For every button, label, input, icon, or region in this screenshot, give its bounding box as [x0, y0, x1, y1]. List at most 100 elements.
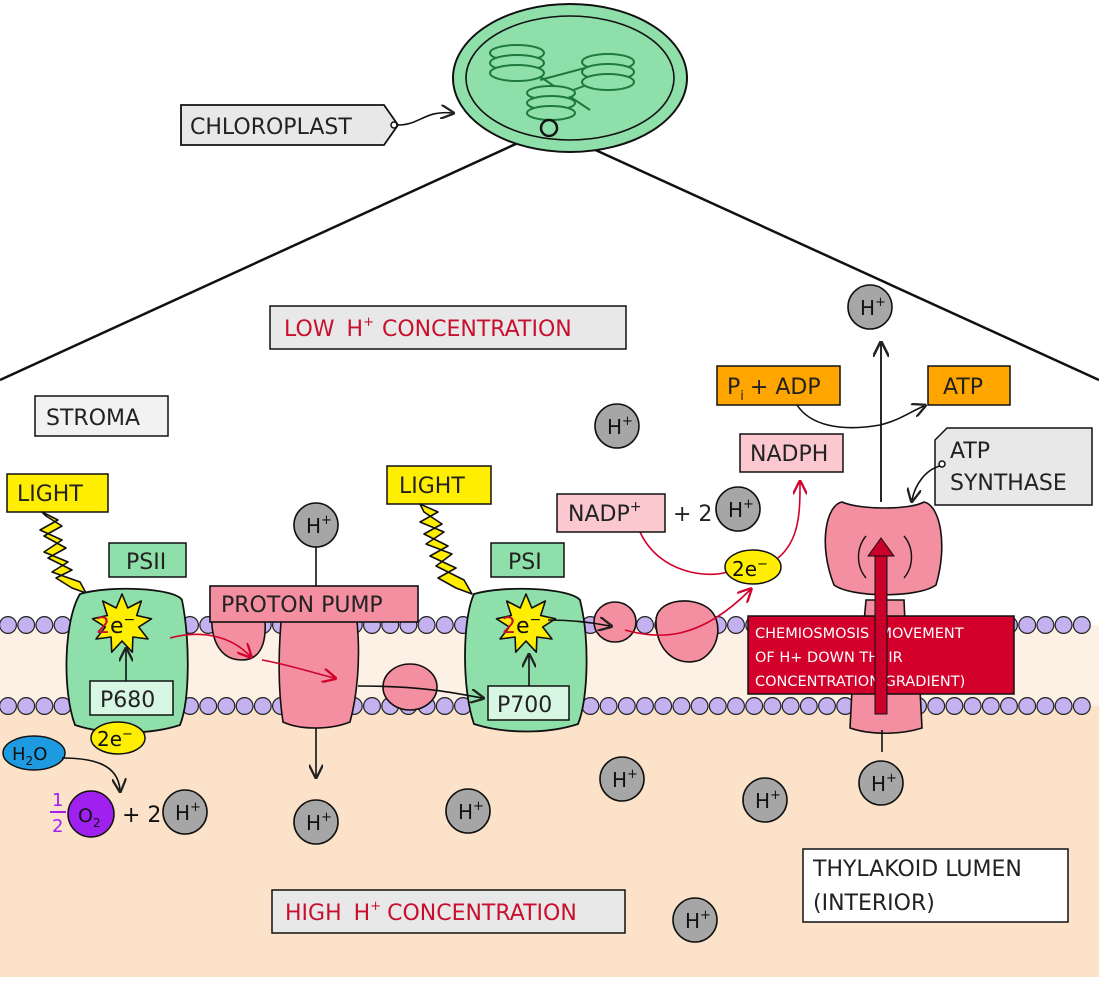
low-concentration: CONCENTRATION — [382, 317, 572, 342]
phospholipid-head — [0, 697, 17, 715]
hydrogen-ion: H+ — [742, 777, 788, 823]
excited-electrons-psi: 2e− — [495, 593, 557, 653]
phospholipid-head — [199, 696, 218, 715]
plus-two-text: + 2 — [673, 502, 712, 527]
chloroplast-outer-membrane — [452, 3, 688, 153]
photosystem-ii: PSII P680 — [65, 542, 189, 734]
water-o: O — [33, 744, 47, 765]
plus-two-h-text: + 2 — [122, 803, 161, 828]
hydrogen-ion-label: H+ — [612, 767, 638, 792]
svg-text:2e−: 2e− — [96, 612, 135, 639]
psi-label: PSI — [508, 550, 542, 575]
atp-label: ATP — [943, 375, 983, 400]
phospholipid-head — [1036, 696, 1055, 715]
hydrogen-ion-label: H+ — [685, 908, 711, 933]
phospholipid-head — [1054, 696, 1073, 715]
hydrogen-ion-circle — [847, 284, 893, 330]
phospholipid-head — [17, 615, 36, 634]
electron-symbol-psii: e — [110, 614, 124, 639]
phospholipid-head — [0, 616, 17, 634]
chemiosmosis-line-1: CHEMIOSMOSIS (MOVEMENT — [755, 626, 964, 642]
phospholipid-head — [363, 696, 382, 715]
phospholipid-head — [708, 696, 727, 715]
phospholipid-head — [1054, 615, 1073, 634]
electron-count-water: 2 — [97, 727, 110, 751]
stroma-label: STROMA — [34, 395, 169, 437]
stroma-label-text: STROMA — [46, 406, 140, 431]
phospholipid-head — [417, 615, 436, 634]
hydrogen-ion: H+ — [715, 486, 761, 532]
phospholipid-head — [35, 696, 54, 715]
phospholipid-head — [1072, 615, 1091, 634]
phospholipid-head — [745, 696, 764, 715]
hydrogen-ion: H+ — [594, 403, 640, 449]
hydrogen-ion-circle — [599, 756, 645, 802]
hydrogen-ion-label: H+ — [860, 295, 886, 320]
electron-sup-water: − — [122, 727, 133, 742]
hydrogen-ion-label: H+ — [728, 497, 754, 522]
electron-flow-arrows — [169, 483, 800, 678]
hydrogen-ion-label: H+ — [175, 800, 201, 825]
proton-flow-arrow-head — [867, 537, 895, 557]
phospholipid-head — [654, 696, 673, 715]
svg-text:2e−: 2e− — [502, 612, 541, 639]
atp-synthase-line-1: ATP — [950, 439, 990, 464]
light-label-psii: LIGHT — [6, 473, 109, 594]
svg-text:NADP+: NADP+ — [568, 499, 641, 527]
pi-p: P — [727, 375, 740, 400]
chloroplast-illustration — [452, 3, 688, 153]
proton-pump: PROTON PUMP — [209, 545, 419, 776]
hydrogen-ion: H+ — [445, 788, 491, 834]
svg-text:2e−: 2e− — [97, 727, 133, 751]
electron-sup-psii: − — [124, 612, 136, 628]
hydrogen-ion-circle — [715, 486, 761, 532]
atp-synthase-line-2: SYNTHASE — [950, 471, 1067, 496]
nadp-text: NADP — [568, 502, 630, 527]
high-text: HIGH — [285, 901, 342, 926]
phospholipid-head — [635, 615, 654, 634]
light-text-1: LIGHT — [17, 482, 83, 507]
hydrogen-ion: H+ — [599, 756, 645, 802]
electron-count-psi: 2 — [502, 614, 516, 639]
phospholipid-head — [690, 696, 709, 715]
electrons-from-water: 2e− — [90, 721, 146, 755]
p700-label: P700 — [497, 693, 552, 718]
hydrogen-ion: H+ — [293, 502, 339, 548]
phospholipid-head — [617, 696, 636, 715]
phosphorylation: Pi + ADP ATP — [716, 365, 1011, 429]
lumen-line-1: THYLAKOID LUMEN — [812, 857, 1022, 882]
hydrogen-ion-circle — [594, 403, 640, 449]
hydrogen-ion-label: H+ — [458, 799, 484, 824]
svg-text:O2: O2 — [78, 805, 101, 830]
hydrogen-ion-label: H+ — [755, 788, 781, 813]
phospholipid-head — [1072, 696, 1091, 715]
phospholipid-head — [817, 696, 836, 715]
phospholipid-head — [981, 696, 1000, 715]
low-h: H — [347, 317, 364, 342]
water-h: H — [12, 744, 26, 765]
chloroplast-label-text: CHLOROPLAST — [190, 115, 352, 140]
zoom-focus-circle — [539, 118, 559, 138]
high-sup: + — [370, 899, 381, 914]
phospholipid-head — [781, 696, 800, 715]
phospholipid-head — [726, 696, 745, 715]
light-label-psi: LIGHT — [386, 465, 492, 595]
hydrogen-ion-circle — [672, 897, 718, 943]
water-sub: 2 — [26, 754, 34, 768]
chloroplast-label: CHLOROPLAST — [180, 104, 452, 146]
svg-text:Pi+ ADP: Pi + ADP — [727, 375, 821, 404]
phospholipid-head — [217, 696, 236, 715]
electron-count-nadp: 2 — [732, 557, 745, 581]
pi-rest: + ADP — [750, 375, 821, 400]
hydrogen-ion: H+ — [672, 897, 718, 943]
lumen-line-2: (INTERIOR) — [813, 891, 935, 916]
phospholipid-head — [927, 696, 946, 715]
electrons-to-nadp: 2e− — [724, 549, 782, 585]
phospholipid-head — [1018, 615, 1037, 634]
pi-sub: i — [740, 389, 744, 404]
phospholipid-head — [945, 696, 964, 715]
psii-label: PSII — [126, 550, 166, 575]
high-concentration: CONCENTRATION — [387, 901, 577, 926]
